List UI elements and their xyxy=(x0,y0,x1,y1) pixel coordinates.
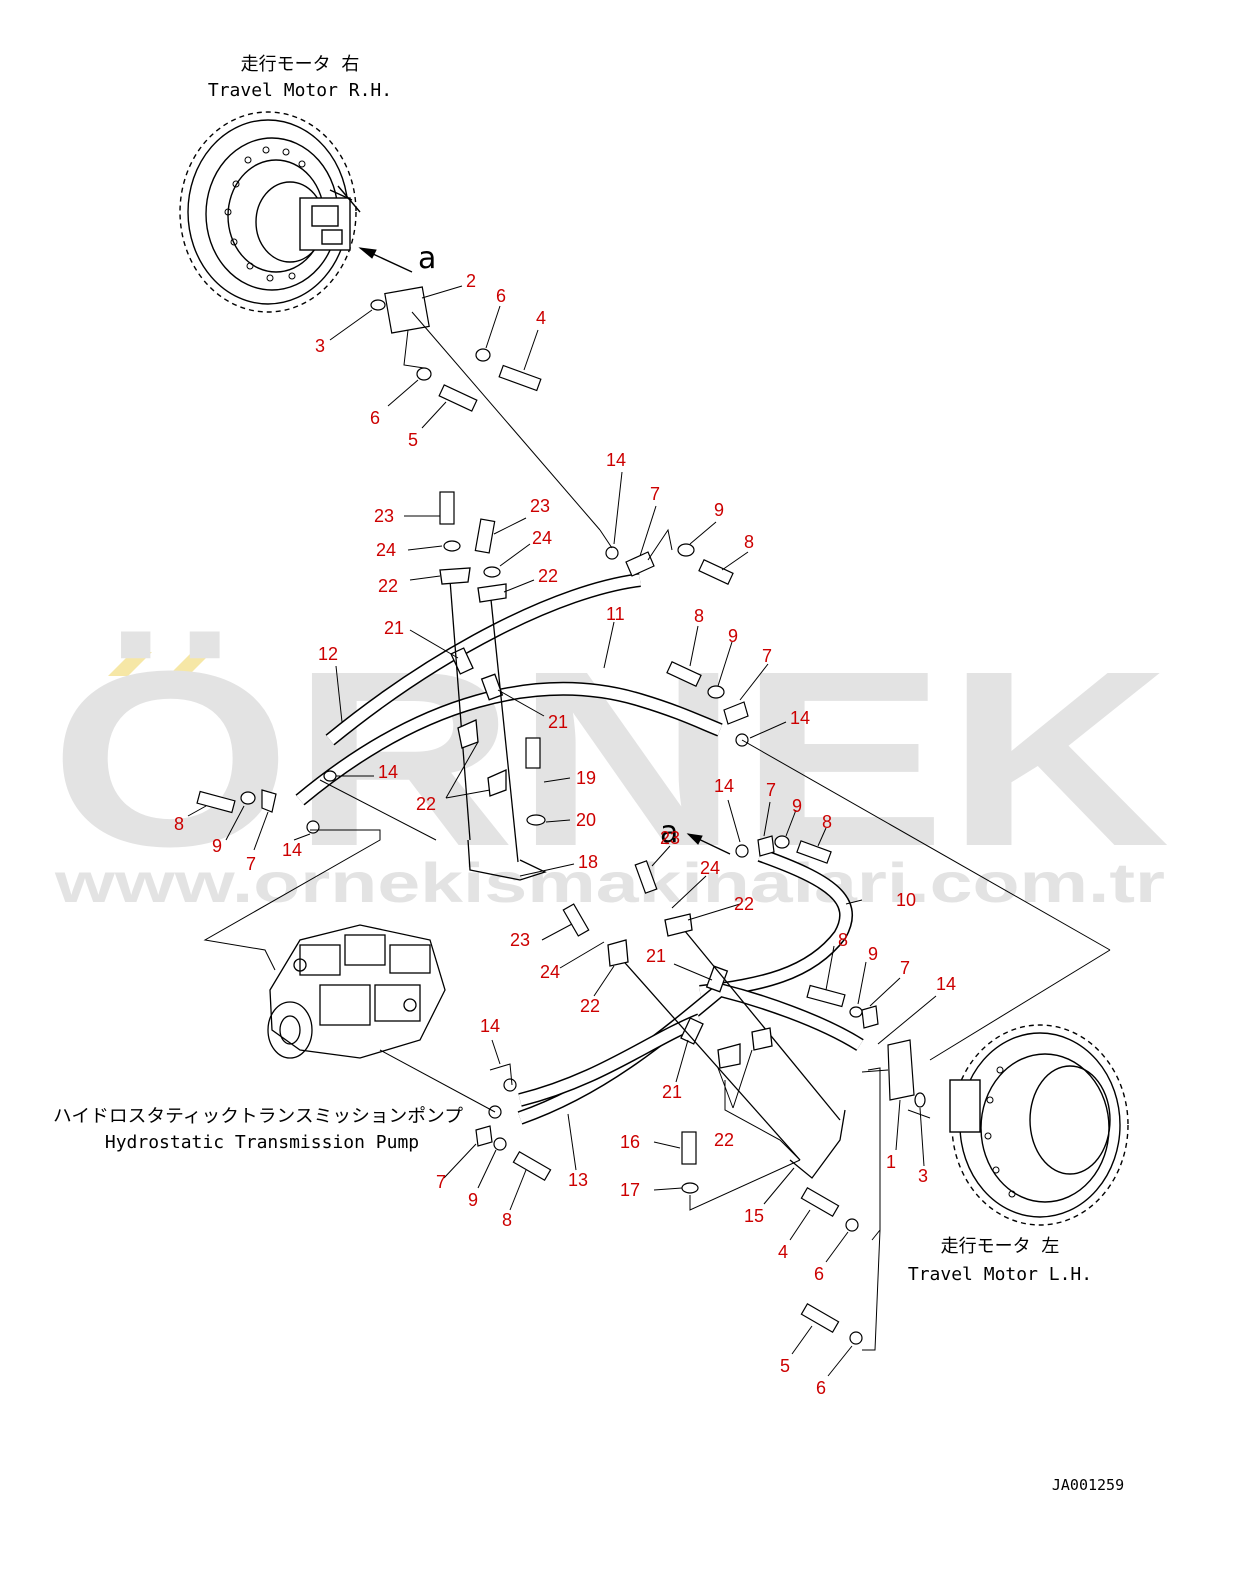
travel-motor-rh xyxy=(179,111,361,313)
part-label: 14 xyxy=(282,840,302,860)
part-label: 21 xyxy=(662,1082,682,1102)
part-label: 22 xyxy=(714,1130,734,1150)
part-label: 20 xyxy=(576,810,596,830)
hose-clamps xyxy=(450,647,729,1045)
view-a-arrow-mid xyxy=(686,833,731,855)
part-label: 12 xyxy=(318,644,338,664)
part-label: 24 xyxy=(700,858,720,878)
part-label: 7 xyxy=(900,958,910,978)
part-label: 9 xyxy=(728,626,738,646)
part-label: 8 xyxy=(694,606,704,626)
part-label: 9 xyxy=(792,796,802,816)
part-label: 10 xyxy=(896,890,916,910)
part-label: 23 xyxy=(530,496,550,516)
part-label: 8 xyxy=(822,812,832,832)
part-label: 6 xyxy=(814,1264,824,1284)
caption-pump-jp: ハイドロスタティックトランスミッションポンプ xyxy=(53,1106,463,1127)
part-label: 9 xyxy=(714,500,724,520)
watermark-accent-right xyxy=(168,652,212,676)
fasteners xyxy=(196,286,926,1345)
caption-lh-en: Travel Motor L.H. xyxy=(908,1264,1092,1285)
part-label: 4 xyxy=(536,308,546,328)
part-label: 14 xyxy=(480,1016,500,1036)
part-label: 18 xyxy=(578,852,598,872)
part-label: 6 xyxy=(816,1378,826,1398)
part-label: 14 xyxy=(378,762,398,782)
hydrostatic-transmission-pump xyxy=(267,924,446,1059)
part-label: 3 xyxy=(315,336,325,356)
clamp-pieces xyxy=(439,567,773,1069)
view-a-label-mid: a xyxy=(660,815,678,850)
part-label: 11 xyxy=(606,604,625,624)
caption-lh-jp: 走行モータ 左 xyxy=(941,1236,1060,1257)
part-label: 3 xyxy=(918,1166,928,1186)
part-label: 15 xyxy=(744,1206,764,1226)
part-label: 21 xyxy=(548,712,568,732)
part-label: 8 xyxy=(174,814,184,834)
connection-lines xyxy=(203,311,1111,1351)
part-label: 13 xyxy=(568,1170,588,1190)
caption-pump-en: Hydrostatic Transmission Pump xyxy=(105,1132,419,1153)
part-label: 24 xyxy=(540,962,560,982)
view-a-arrow-top xyxy=(358,247,413,273)
part-label: 19 xyxy=(576,768,596,788)
part-label: 23 xyxy=(374,506,394,526)
part-label: 7 xyxy=(650,484,660,504)
drawing-reference: JA001259 xyxy=(1052,1476,1124,1494)
leader-lines xyxy=(187,285,937,1377)
part-label: 22 xyxy=(538,566,558,586)
watermark-url: www.ornekismakinalari.com.tr xyxy=(54,851,1165,914)
part-label: 22 xyxy=(580,996,600,1016)
part-label: 16 xyxy=(620,1132,640,1152)
part-label: 17 xyxy=(620,1180,640,1200)
watermark: ÖRNEK www.ornekismakinalari.com.tr xyxy=(50,619,1170,914)
part-label: 5 xyxy=(408,430,418,450)
part-label: 8 xyxy=(744,532,754,552)
part-label: 21 xyxy=(646,946,666,966)
part-label: 8 xyxy=(502,1210,512,1230)
part-label: 6 xyxy=(496,286,506,306)
part-label: 7 xyxy=(436,1172,446,1192)
part-label: 24 xyxy=(376,540,396,560)
part-label: 9 xyxy=(212,836,222,856)
part-label: 22 xyxy=(416,794,436,814)
bracket-18 xyxy=(449,579,547,881)
part-label: 14 xyxy=(790,708,810,728)
watermark-accent-left xyxy=(108,652,152,676)
hose-10 xyxy=(699,848,853,999)
part-label: 24 xyxy=(532,528,552,548)
part-label: 22 xyxy=(734,894,754,914)
part-label: 23 xyxy=(660,828,680,848)
part-label: 4 xyxy=(778,1242,788,1262)
part-label: 14 xyxy=(606,450,626,470)
part-label: 5 xyxy=(780,1356,790,1376)
part-label: 7 xyxy=(766,780,776,800)
hose-11 xyxy=(325,573,641,746)
bracket-15 xyxy=(617,924,846,1179)
part-label: 9 xyxy=(868,944,878,964)
part-label: 9 xyxy=(468,1190,478,1210)
part-label: 6 xyxy=(370,408,380,428)
part-number-labels: 2 3 6 4 6 5 14 7 9 8 23 23 24 24 22 22 1… xyxy=(174,271,956,1398)
part-label: 14 xyxy=(936,974,956,994)
view-a-label-top: a xyxy=(418,241,436,276)
part-label: 22 xyxy=(378,576,398,596)
travel-motor-lh xyxy=(949,1024,1129,1226)
hose-13 xyxy=(517,982,864,1125)
caption-rh-jp: 走行モータ 右 xyxy=(241,54,360,75)
watermark-brand: ÖRNEK xyxy=(50,619,1170,898)
part-label: 21 xyxy=(384,618,404,638)
part-label: 1 xyxy=(886,1152,896,1172)
part-label: 8 xyxy=(838,930,848,950)
part-label: 14 xyxy=(714,776,734,796)
hose-12 xyxy=(295,681,723,806)
part-label: 7 xyxy=(762,646,772,666)
part-label: 23 xyxy=(510,930,530,950)
part-label: 7 xyxy=(246,854,256,874)
part-label: 2 xyxy=(466,271,476,291)
caption-rh-en: Travel Motor R.H. xyxy=(208,80,392,101)
